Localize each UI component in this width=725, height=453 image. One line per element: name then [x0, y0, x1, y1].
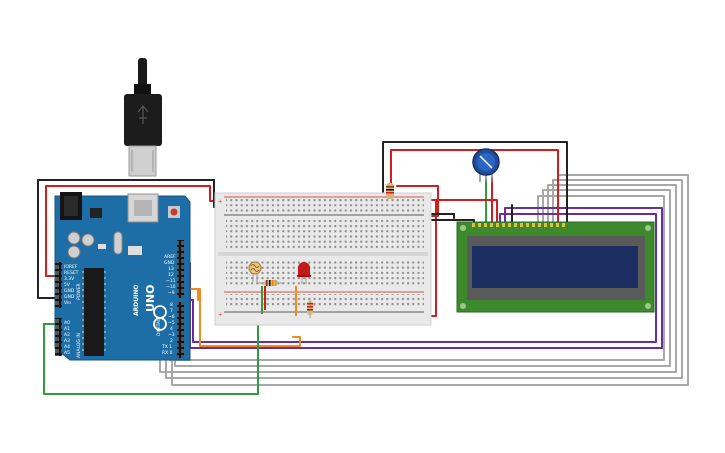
svg-text:TX 1: TX 1 — [161, 344, 172, 350]
svg-text:13: 13 — [168, 266, 174, 272]
svg-text:+: + — [218, 199, 222, 205]
arduino-logo: UNO ARDUINO — [133, 285, 167, 331]
atmega-chip — [84, 268, 104, 356]
photoresistor-icon — [248, 261, 262, 282]
usb-cable-icon — [124, 58, 162, 177]
svg-text:ANALOG IN: ANALOG IN — [76, 333, 82, 358]
svg-text:A2: A2 — [64, 332, 70, 338]
svg-text:~10: ~10 — [166, 284, 176, 290]
svg-text:8: 8 — [170, 302, 173, 308]
svg-text:ARDUINO: ARDUINO — [133, 285, 140, 316]
svg-text:Vin: Vin — [64, 300, 71, 306]
svg-text:DIGITAL: DIGITAL — [156, 318, 162, 336]
svg-text:GND: GND — [64, 288, 75, 294]
potentiometer-icon — [472, 148, 500, 182]
lcd-16x2-icon — [456, 221, 655, 313]
svg-text:IOREF: IOREF — [64, 264, 78, 270]
svg-text:7: 7 — [170, 308, 173, 314]
svg-text:A5: A5 — [64, 350, 70, 356]
svg-text:~9: ~9 — [168, 290, 175, 296]
svg-text:A1: A1 — [64, 326, 70, 332]
svg-text:+: + — [218, 312, 222, 318]
svg-text:2: 2 — [170, 338, 173, 344]
resistor-icon — [386, 183, 394, 199]
svg-text:RESET: RESET — [64, 270, 79, 276]
svg-text:POWER: POWER — [76, 283, 82, 300]
svg-text:12: 12 — [168, 272, 174, 278]
led-icon — [297, 262, 311, 284]
svg-text:~6: ~6 — [168, 314, 175, 320]
resistor-icon — [258, 280, 284, 286]
green-wire — [43, 297, 259, 395]
svg-text:~11: ~11 — [166, 278, 176, 284]
arduino-uno-board: UNO ARDUINO IOREF RESET 3.3V 5V GND GND … — [54, 192, 191, 361]
svg-text:A4: A4 — [64, 344, 70, 350]
svg-text:GND: GND — [164, 260, 175, 266]
svg-text:A3: A3 — [64, 338, 70, 344]
lcd-screen — [472, 246, 638, 288]
svg-text:3.3V: 3.3V — [64, 276, 75, 282]
svg-text:5V: 5V — [64, 282, 71, 288]
svg-text:4: 4 — [170, 326, 173, 332]
svg-text:GND: GND — [64, 294, 75, 300]
svg-text:AREF: AREF — [164, 254, 176, 260]
resistor-icon — [307, 298, 313, 318]
wires — [37, 141, 689, 395]
breadboard-icon: + + — [214, 192, 432, 326]
svg-text:~5: ~5 — [168, 320, 175, 326]
svg-text:RX 0: RX 0 — [162, 350, 173, 356]
svg-text:UNO: UNO — [144, 285, 157, 313]
svg-text:A0: A0 — [64, 320, 70, 326]
svg-text:~3: ~3 — [168, 332, 175, 338]
